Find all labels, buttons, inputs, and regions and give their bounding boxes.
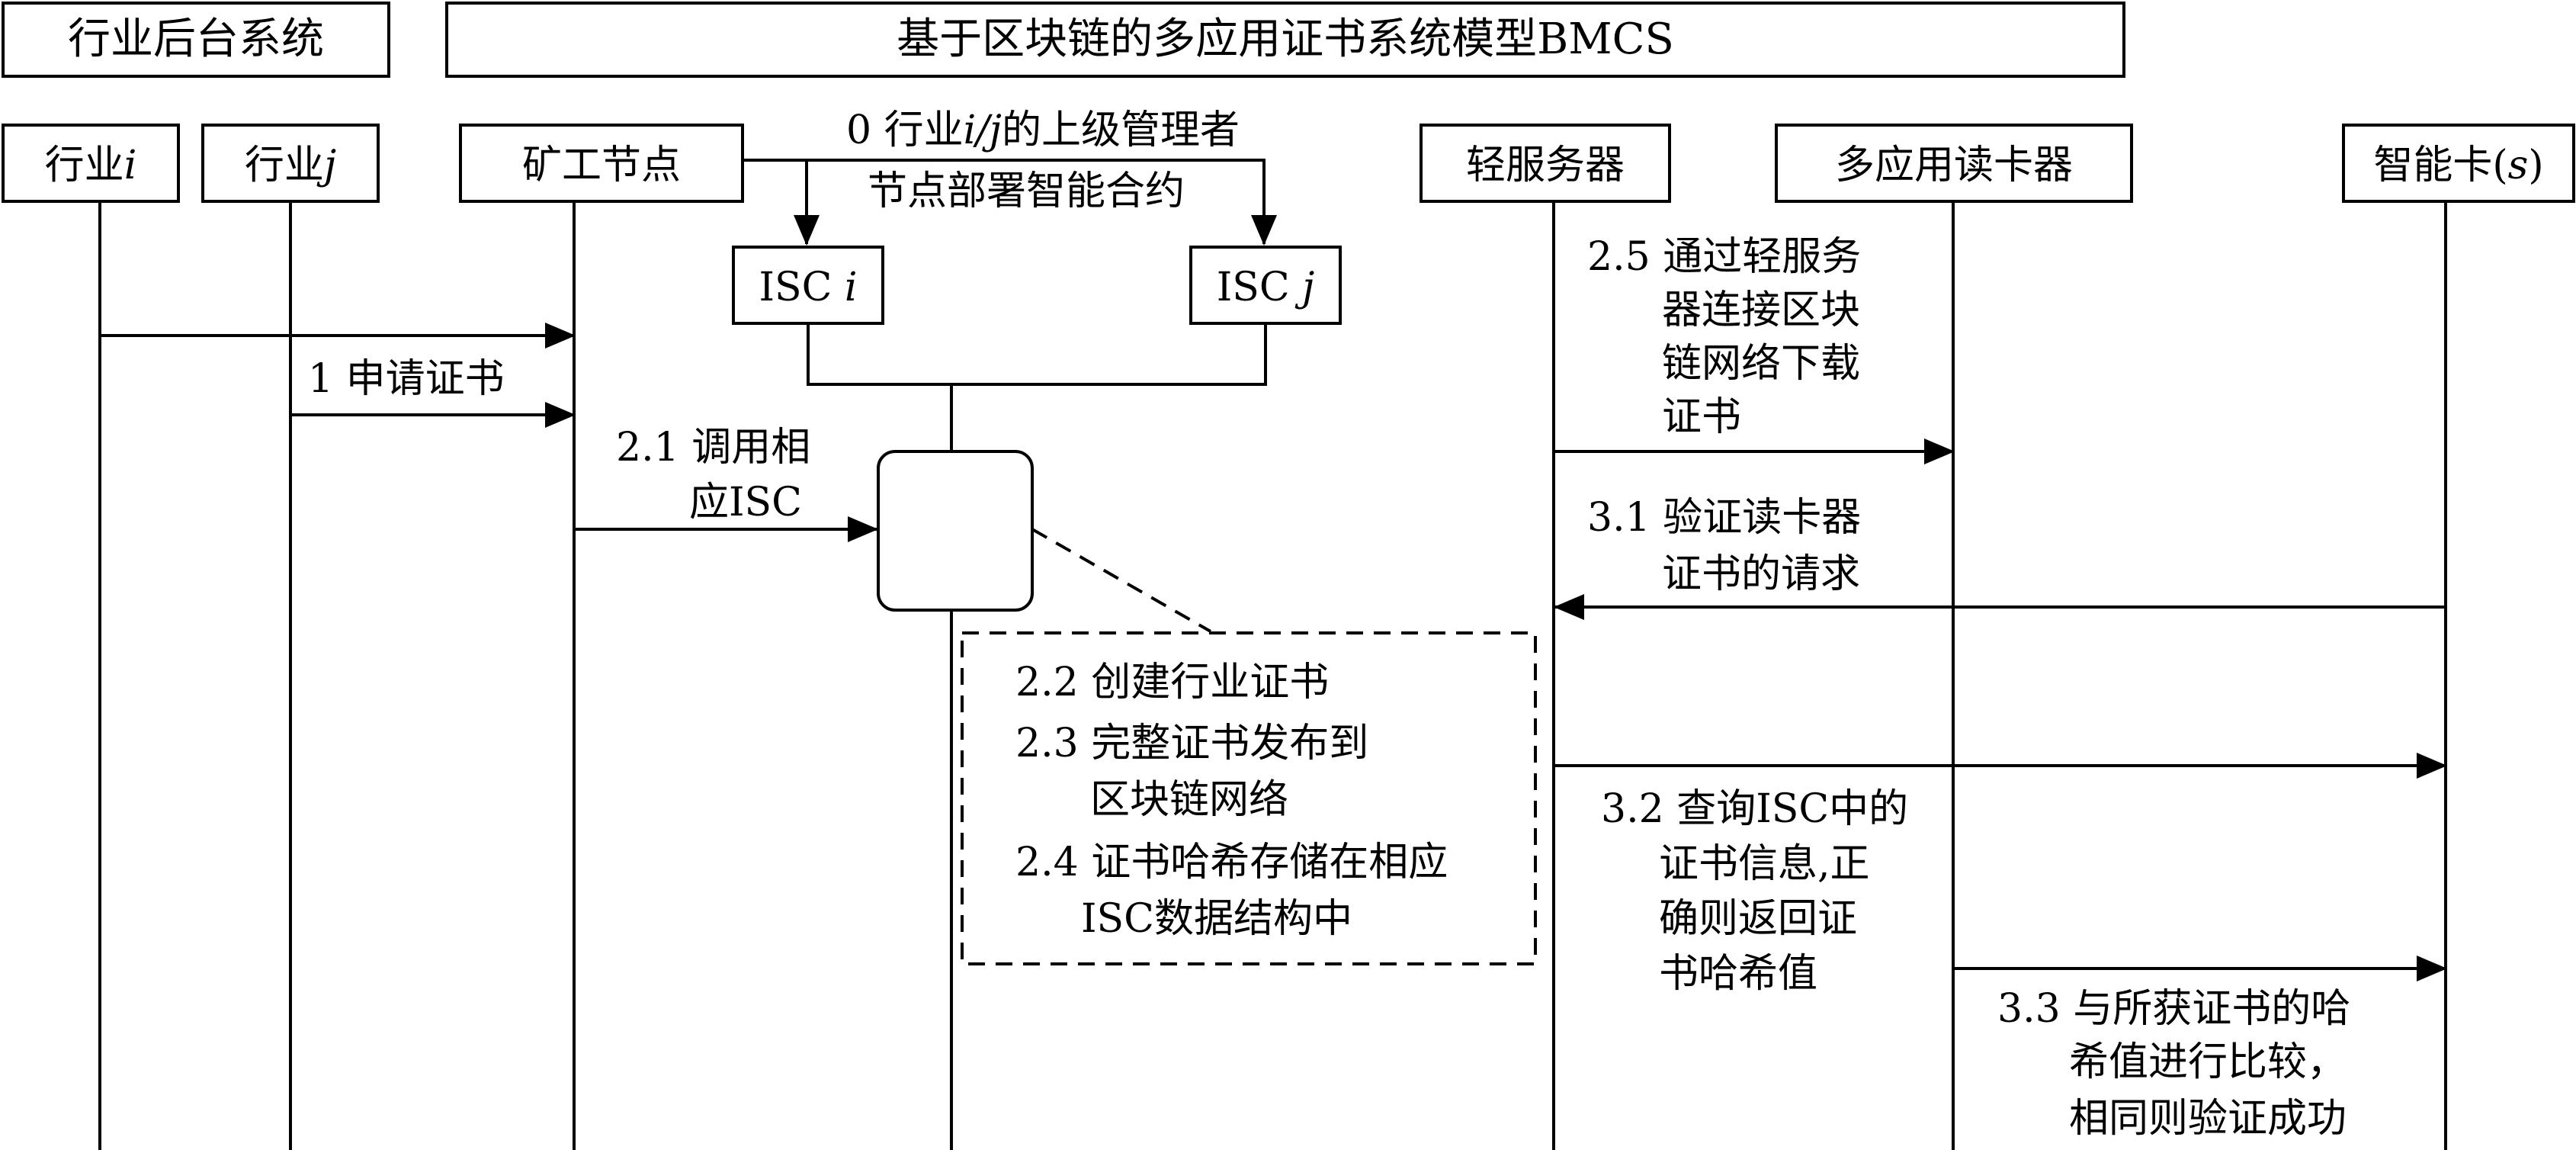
actor-light-server: 轻服务器 <box>1420 124 1671 203</box>
step-3-2-line1: 3.2 查询ISC中的 <box>1601 786 1908 832</box>
step-0-label-line1: 0 行业i/j的上级管理者 <box>846 108 1240 153</box>
step-3-2-line4: 书哈希值 <box>1659 951 1817 997</box>
step-2-5-line3: 链网络下载 <box>1662 341 1860 387</box>
actor-smart-card: 智能卡(s) <box>2342 124 2575 203</box>
step-0-label-line2: 节点部署智能合约 <box>868 169 1185 214</box>
arrow-to-isc-j <box>743 159 1277 246</box>
isc-i-label: ISC i <box>759 265 857 310</box>
step-2-3-line1: 2.3 完整证书发布到 <box>1015 721 1368 766</box>
step-2-4-line1: 2.4 证书哈希存储在相应 <box>1015 840 1448 885</box>
step-3-1-line1: 3.1 验证读卡器 <box>1587 495 1861 541</box>
step-0-deploy: 0 行业i/j的上级管理者 节点部署智能合约 <box>743 108 1277 246</box>
step-2-1-line1: 2.1 调用相 <box>616 425 810 471</box>
step-2-2-label: 2.2 创建行业证书 <box>1015 660 1329 705</box>
actor-industry-j: 行业j <box>201 124 380 203</box>
contract-isc-i: ISC i <box>732 246 884 325</box>
step-3-3-line2: 希值进行比较， <box>2069 1039 2347 1085</box>
step-2-5-line1: 2.5 通过轻服务 <box>1587 234 1861 280</box>
step-1-label: 1 申请证书 <box>308 356 505 402</box>
step-3-3-line3: 相同则验证成功 <box>2069 1096 2347 1142</box>
actor-light-server-label: 轻服务器 <box>1466 143 1625 188</box>
callout-box <box>961 631 1537 965</box>
step-3-2-line2: 证书信息,正 <box>1659 841 1870 887</box>
actor-industry-i-label: 行业i <box>45 143 137 188</box>
isc-join-bracket <box>807 323 1267 386</box>
step-2-5-line4: 证书 <box>1662 394 1741 440</box>
step-3-3-line1: 3.3 与所获证书的哈 <box>1997 986 2350 1032</box>
step-2-1-line2: 应ISC <box>689 480 802 525</box>
actor-multi-reader: 多应用读卡器 <box>1775 124 2133 203</box>
header-bmcs-model-label: 基于区块链的多应用证书系统模型BMCS <box>897 14 1674 64</box>
step-3-1-line2: 证书的请求 <box>1662 551 1860 597</box>
actor-multi-reader-label: 多应用读卡器 <box>1835 143 2073 188</box>
callout-connector <box>1031 528 1211 633</box>
actor-miner-node-label: 矿工节点 <box>522 143 681 188</box>
contract-activation-box <box>877 450 1034 612</box>
step-3-2-line3: 确则返回证 <box>1659 896 1857 942</box>
actor-industry-j-label: 行业j <box>245 143 336 188</box>
actor-smart-card-label: 智能卡(s) <box>2373 143 2543 188</box>
isc-j-label: ISC j <box>1217 265 1315 310</box>
lifelines <box>98 201 2447 1150</box>
contract-isc-j: ISC j <box>1189 246 1342 325</box>
step-2-3-line2: 区块链网络 <box>1090 777 1288 823</box>
step-2-4-line2: ISC数据结构中 <box>1081 896 1352 942</box>
actor-miner-node: 矿工节点 <box>459 124 744 203</box>
header-backend-system: 行业后台系统 <box>2 2 390 78</box>
header-bmcs-model: 基于区块链的多应用证书系统模型BMCS <box>445 2 2125 78</box>
header-backend-system-label: 行业后台系统 <box>68 14 324 64</box>
step-2-5-line2: 器连接区块 <box>1662 288 1860 333</box>
actor-industry-i: 行业i <box>2 124 180 203</box>
